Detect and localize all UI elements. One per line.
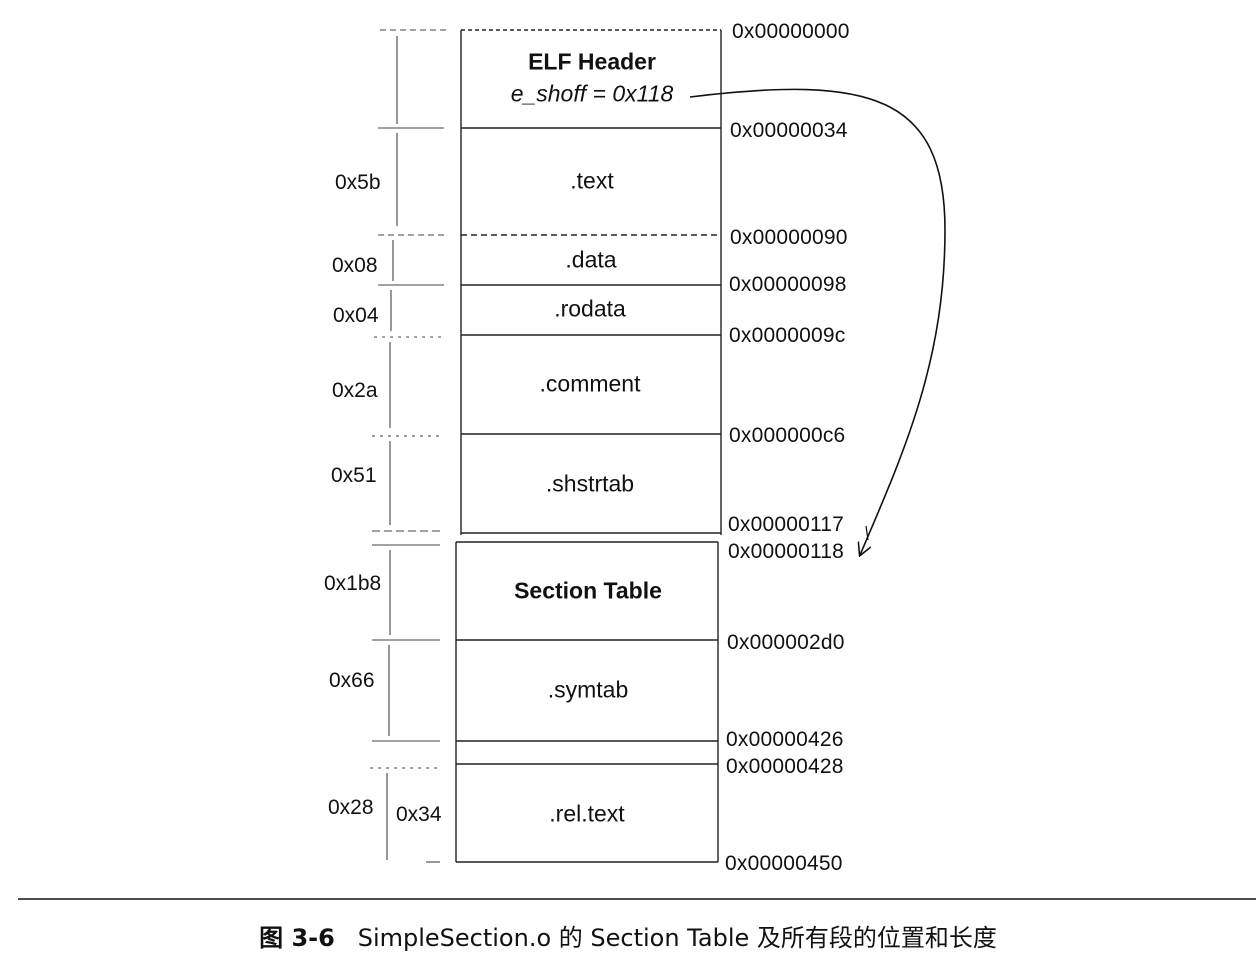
size-section-table: 0x1b8 (324, 572, 382, 595)
addr-gap-after-symtab: 0x00000426 (726, 728, 844, 751)
size-shstrtab: 0x51 (331, 464, 377, 487)
section-name-elf-header: ELF Header (528, 48, 656, 75)
section-name-comment: .comment (539, 370, 641, 397)
section-name-data: .data (565, 246, 617, 273)
memory-column (455, 29, 722, 863)
figure-caption-text: SimpleSection.o 的 Section Table 及所有段的位置和… (357, 924, 997, 952)
eshoff-note: e_shoff = 0x118 (510, 80, 674, 107)
section-name-rodata: .rodata (554, 295, 626, 322)
size-data: 0x08 (332, 254, 378, 277)
section-name-text: .text (570, 167, 614, 194)
addr-text: 0x00000034 (730, 119, 848, 142)
size-symtab: 0x66 (329, 669, 375, 692)
addr-shstrtab: 0x000000c6 (729, 424, 846, 447)
arrow-tick (865, 525, 869, 541)
size-rel-text-inner: 0x34 (396, 803, 442, 826)
eshoff-arrow (689, 88, 946, 555)
figure-caption: 图 3-6 SimpleSection.o 的 Section Table 及所… (0, 918, 1256, 953)
addr-data: 0x00000090 (730, 226, 848, 249)
addr-section-table: 0x00000118 (728, 540, 845, 563)
size-brackets (370, 29, 446, 863)
section-name-shstrtab: .shstrtab (545, 470, 635, 497)
addr-rodata: 0x00000098 (729, 273, 847, 296)
section-name-symtab: .symtab (547, 676, 629, 703)
figure-number: 图 3-6 (259, 924, 335, 952)
size-rel-text: 0x28 (328, 796, 374, 819)
addr-rel-text: 0x00000428 (726, 755, 844, 778)
addr-symtab: 0x000002d0 (727, 631, 845, 654)
addr-comment: 0x0000009c (729, 324, 846, 347)
size-text: 0x5b (335, 171, 381, 194)
addr-elf-header: 0x00000000 (732, 20, 850, 43)
section-name-section-table: Section Table (514, 577, 662, 604)
addr-gap-after-shstrtab: 0x00000117 (728, 513, 845, 536)
addr-end: 0x00000450 (725, 852, 843, 875)
size-rodata: 0x04 (333, 304, 379, 327)
size-comment: 0x2a (332, 379, 378, 402)
section-name-rel-text: .rel.text (549, 800, 625, 827)
